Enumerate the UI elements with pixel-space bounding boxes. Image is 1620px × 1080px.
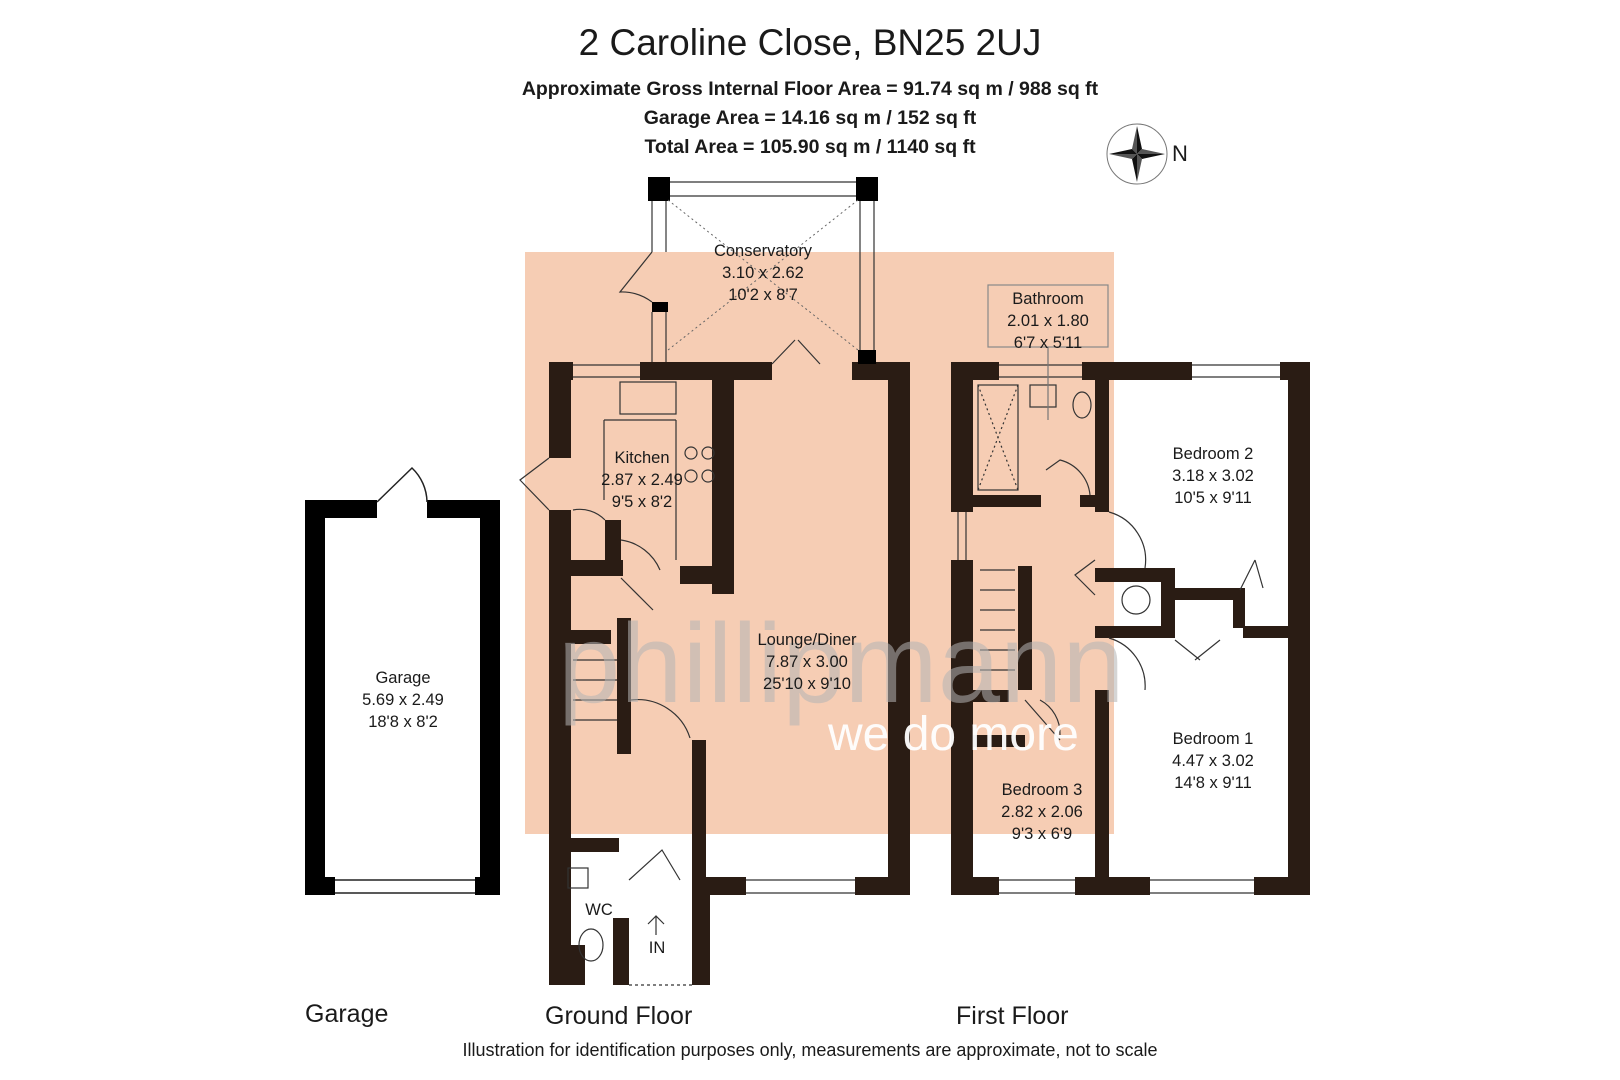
disclaimer-text: Illustration for identification purposes… [462,1040,1158,1060]
room-imperial: 14'8 x 9'11 [1174,774,1252,792]
room-wc: WC [585,901,613,919]
room-name: Bedroom 2 [1173,445,1254,463]
room-metric: 2.01 x 1.80 [1007,312,1089,330]
room-name: Conservatory [714,242,813,260]
conservatory-frame [618,177,878,364]
room-imperial: 10'2 x 8'7 [728,286,798,304]
ground-floor-label: Ground Floor [545,1002,693,1030]
room-garage: Garage 5.69 x 2.49 18'8 x 8'2 [362,669,444,731]
room-imperial: 9'5 x 8'2 [612,493,672,511]
room-bedroom-3: Bedroom 3 2.82 x 2.06 9'3 x 6'9 [1001,781,1083,843]
room-imperial: 10'5 x 9'11 [1174,489,1252,507]
room-name: Garage [375,669,430,687]
room-name: Bathroom [1012,290,1084,308]
entrance-label: IN [649,939,666,957]
ground-floor-walls [549,362,910,985]
room-imperial: 6'7 x 5'11 [1014,334,1082,352]
room-imperial: 25'10 x 9'10 [763,675,851,693]
room-imperial: 18'8 x 8'2 [368,713,438,731]
watermark-brand: phillipmann [558,601,1125,726]
room-lounge-diner: Lounge/Diner 7.87 x 3.00 25'10 x 9'10 [757,631,857,693]
ground-floor-fixtures [519,339,855,986]
plan-title: 2 Caroline Close, BN25 2UJ [578,22,1042,63]
garage-door-icon [335,466,475,894]
total-area-text: Total Area = 105.90 sq m / 1140 sq ft [644,136,976,158]
room-name: Bedroom 3 [1002,781,1083,799]
first-floor-label: First Floor [956,1002,1069,1030]
room-metric: 2.87 x 2.49 [601,471,683,489]
room-kitchen: Kitchen 2.87 x 2.49 9'5 x 8'2 [601,449,683,511]
room-name: Bedroom 1 [1173,730,1254,748]
room-bathroom: Bathroom 2.01 x 1.80 6'7 x 5'11 [1007,290,1089,352]
garage-walls [305,500,500,895]
room-metric: 3.18 x 3.02 [1172,467,1254,485]
garage-floor-label: Garage [305,1000,389,1028]
room-name: Lounge/Diner [757,631,857,649]
room-bedroom-1: Bedroom 1 4.47 x 3.02 14'8 x 9'11 [1172,730,1254,792]
room-imperial: 9'3 x 6'9 [1012,825,1072,843]
room-metric: 2.82 x 2.06 [1001,803,1083,821]
room-metric: 4.47 x 3.02 [1172,752,1254,770]
room-bedroom-2: Bedroom 2 3.18 x 3.02 10'5 x 9'11 [1172,445,1254,507]
watermark-tagline: we do more [827,708,1079,761]
room-metric: 5.69 x 2.49 [362,691,444,709]
gross-area-text: Approximate Gross Internal Floor Area = … [521,78,1099,100]
room-metric: 7.87 x 3.00 [766,653,848,671]
compass-north-label: N [1172,141,1188,166]
first-floor-fixtures [957,284,1280,894]
compass-rose-icon [1106,123,1168,185]
garage-area-text: Garage Area = 14.16 sq m / 152 sq ft [643,107,977,129]
room-metric: 3.10 x 2.62 [722,264,804,282]
first-floor-walls [951,362,1310,895]
room-conservatory: Conservatory 3.10 x 2.62 10'2 x 8'7 [714,242,813,304]
room-name: Kitchen [614,449,669,467]
